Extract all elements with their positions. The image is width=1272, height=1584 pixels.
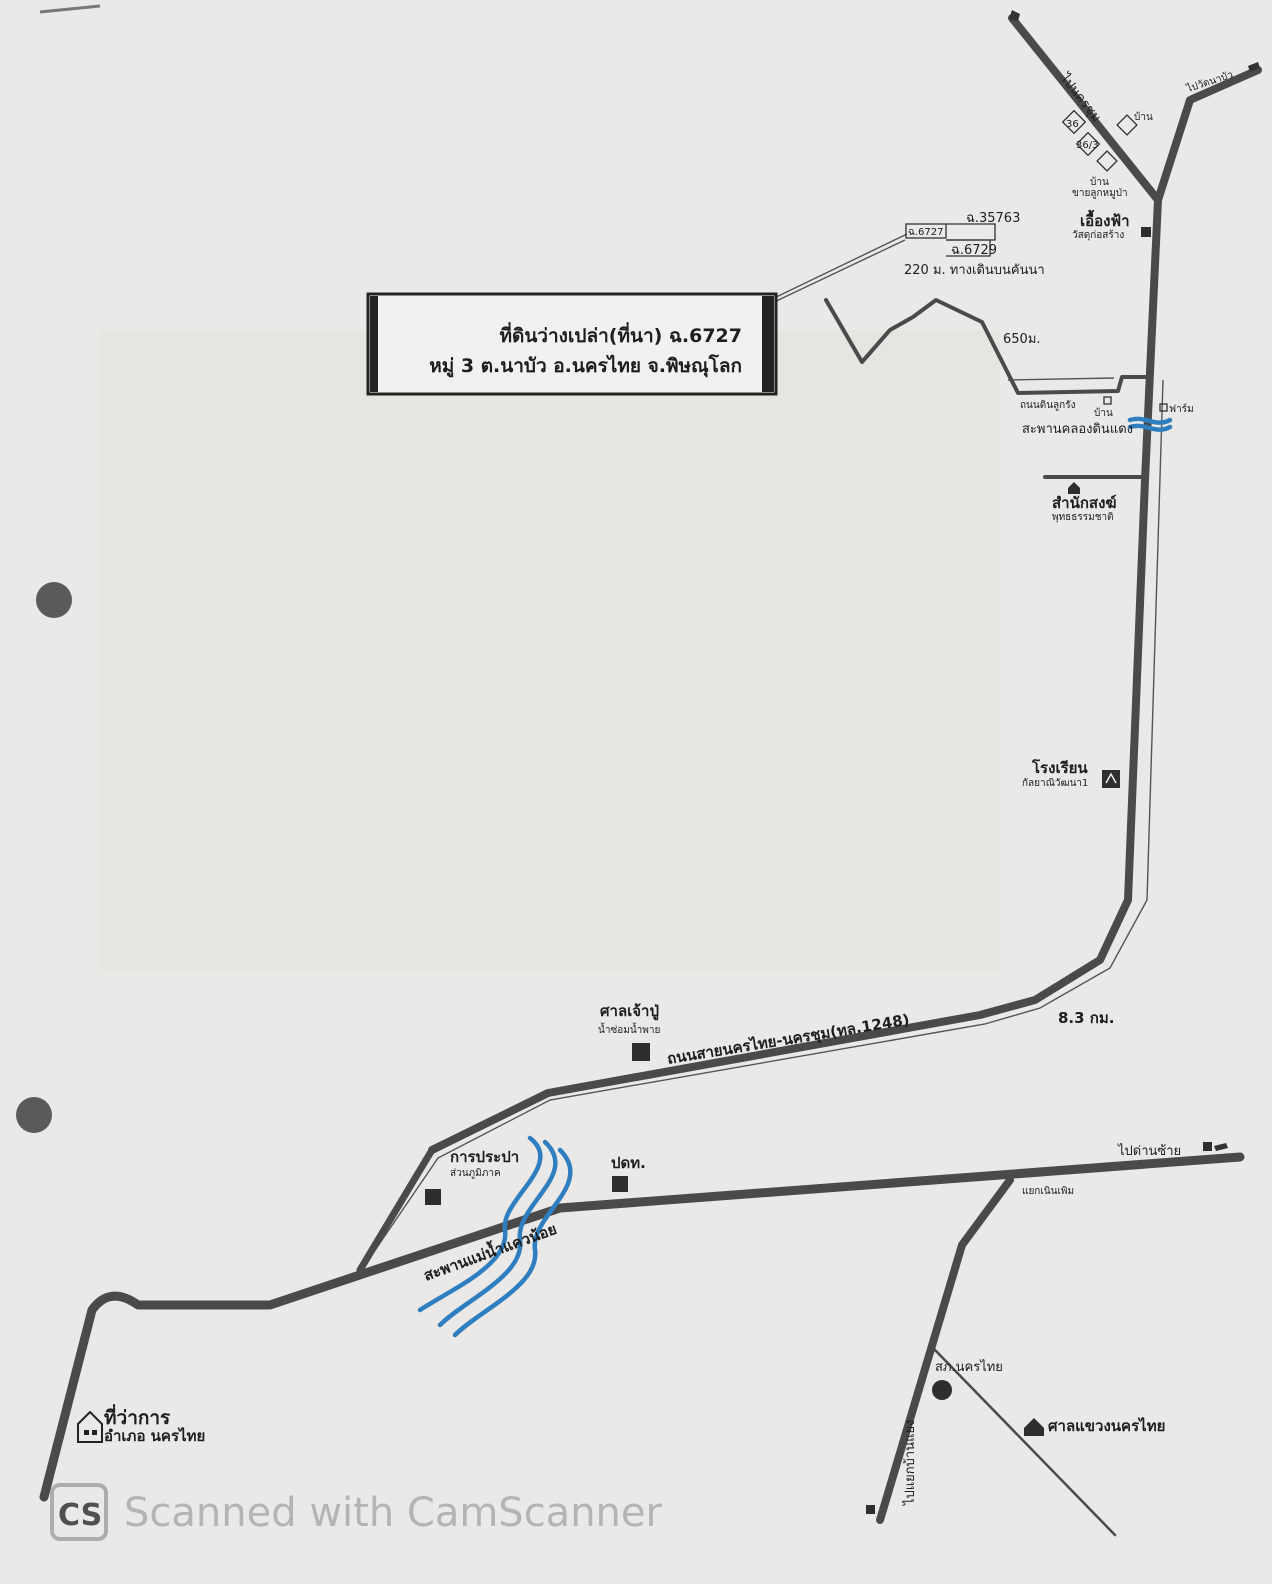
car-icon-northeast (1248, 62, 1260, 72)
road-main-north-south (428, 196, 1162, 1154)
parcel-35763-label: ฉ.35763 (966, 211, 1020, 226)
monastery-label: สำนักสงฆ์ (1052, 494, 1117, 512)
river-khlong-din-daeng (1127, 416, 1173, 432)
junction-label: แยกเนินเพิม (1022, 1186, 1074, 1197)
school-label: โรงเรียน (1031, 758, 1088, 777)
dist-650-label: 650ม. (1003, 332, 1041, 347)
road-edge-line (364, 379, 1164, 1266)
farm-icon (1159, 403, 1168, 412)
post-office-icon (612, 1176, 628, 1192)
district-office-label-2: อำเภอ นครไทย (104, 1426, 205, 1445)
parcel-6729-label: ฉ.6729 (951, 243, 997, 258)
house-36-3-label: 36/3 (1076, 140, 1098, 151)
car-icon-north (1009, 10, 1020, 21)
euang-fah-label: เอื้องฟ้า (1080, 209, 1130, 230)
dirt-road-edge (1007, 377, 1115, 381)
euang-fah-icon (1141, 227, 1151, 237)
parcel-6727-label: ฉ.6727 (908, 227, 943, 238)
waterworks-label: การประปา (450, 1148, 519, 1166)
parcel-6727-box (905, 223, 947, 239)
camscanner-text: Scanned with CamScanner (124, 1490, 663, 1536)
house-2-label: บ้าน (1090, 176, 1109, 188)
to-yaek-ban-daeng-label: ไปแยกบ้านแยง (902, 1420, 918, 1506)
court-label: ศาลแขวงนครไทย (1048, 1416, 1165, 1435)
house-3-icon (1103, 396, 1112, 405)
house-1-label: บ้าน (1134, 111, 1153, 123)
dan-sai-marker (1203, 1142, 1212, 1151)
title-box: ที่ดินว่างเปล่า(ที่นา) ฉ.6727 หมู่ 3 ต.น… (366, 292, 778, 396)
houses-top: 36 36/3 บ้าน บ้าน ขายลูกหมูป่า (1061, 109, 1153, 199)
road-to-court (933, 1348, 1117, 1537)
school-icon (1102, 770, 1120, 788)
police-label: สภ.นครไทย (935, 1359, 1003, 1375)
road-connector (356, 1146, 436, 1274)
parcel-6729-box (946, 239, 991, 257)
waterworks-icon (425, 1189, 441, 1205)
pork-seller-label: ขายลูกหมูป่า (1072, 188, 1128, 199)
title-line-1: ที่ดินว่างเปล่า(ที่นา) ฉ.6727 (499, 322, 742, 347)
shrine-sub: น้ำซ่อมน้ำพาย (598, 1022, 660, 1036)
yaek-ban-daeng-marker (866, 1505, 875, 1514)
dirt-road-to-parcel (824, 298, 1152, 395)
punch-hole-bottom (16, 1097, 52, 1133)
district-office-label-1: ที่ว่าการ (104, 1404, 171, 1429)
farm-label: ฟาร์ม (1169, 403, 1194, 415)
court-icon (1024, 1418, 1044, 1436)
title-line-2: หมู่ 3 ต.นาบัว อ.นครไทย จ.พิษณุโลก (429, 354, 742, 378)
to-dan-sai-label: ไปด่านซ้าย (1117, 1143, 1181, 1159)
car-icon-east (1214, 1143, 1228, 1151)
paper-shadow (100, 330, 1000, 970)
leader-line (769, 233, 908, 305)
house-36-3-icon (1075, 131, 1101, 157)
waterworks-sub: ส่วนภูมิภาค (450, 1168, 501, 1179)
house-3-label: บ้าน (1094, 407, 1113, 419)
road-to-wat-na-bua (1154, 66, 1262, 204)
monastery-sub: พุทธธรรมชาติ (1052, 512, 1114, 523)
house-36-icon (1061, 109, 1087, 135)
road-to-yaek-ban-daeng (876, 1176, 1014, 1524)
shrine-label: ศาลเจ้าปู่ (600, 1002, 659, 1021)
walkway-label: 220 ม. ทางเดินบนคันนา (904, 263, 1045, 278)
river-kwae-noi (417, 1135, 573, 1338)
parcel-group: ฉ.6727 ฉ.35763 ฉ.6729 220 ม. ทางเดินบนคั… (904, 211, 1045, 278)
house-1-icon (1116, 114, 1138, 136)
police-icon (932, 1380, 952, 1400)
camscanner-logo (50, 1483, 108, 1541)
road-lower-east-west (39, 1152, 1245, 1502)
camscanner-watermark: CS Scanned with CamScanner (50, 1483, 663, 1541)
school-icon-mark (1105, 772, 1117, 784)
euang-fah-sub: วัสดุก่อสร้าง (1072, 229, 1124, 241)
camscanner-logo-text: CS (58, 1498, 102, 1533)
dist-83-label: 8.3 กม. (1058, 1009, 1114, 1027)
punch-hole-top (36, 582, 72, 618)
bridge-khlong-label: สะพานคลองดินแดง (1022, 422, 1133, 437)
dirt-road-label: ถนนดินลูกรัง (1020, 400, 1076, 411)
road-to-nakhon-chum (1008, 14, 1162, 204)
pen-mark (39, 4, 101, 14)
post-office-label: ปดท. (611, 1154, 646, 1172)
house-2-icon (1096, 150, 1118, 172)
shrine-icon (632, 1043, 650, 1061)
school-sub: กัลยาณิวัฒนา1 (1022, 778, 1088, 789)
district-office-icon (77, 1410, 103, 1443)
monastery-icon (1068, 482, 1080, 494)
house-36-label: 36 (1066, 119, 1079, 130)
